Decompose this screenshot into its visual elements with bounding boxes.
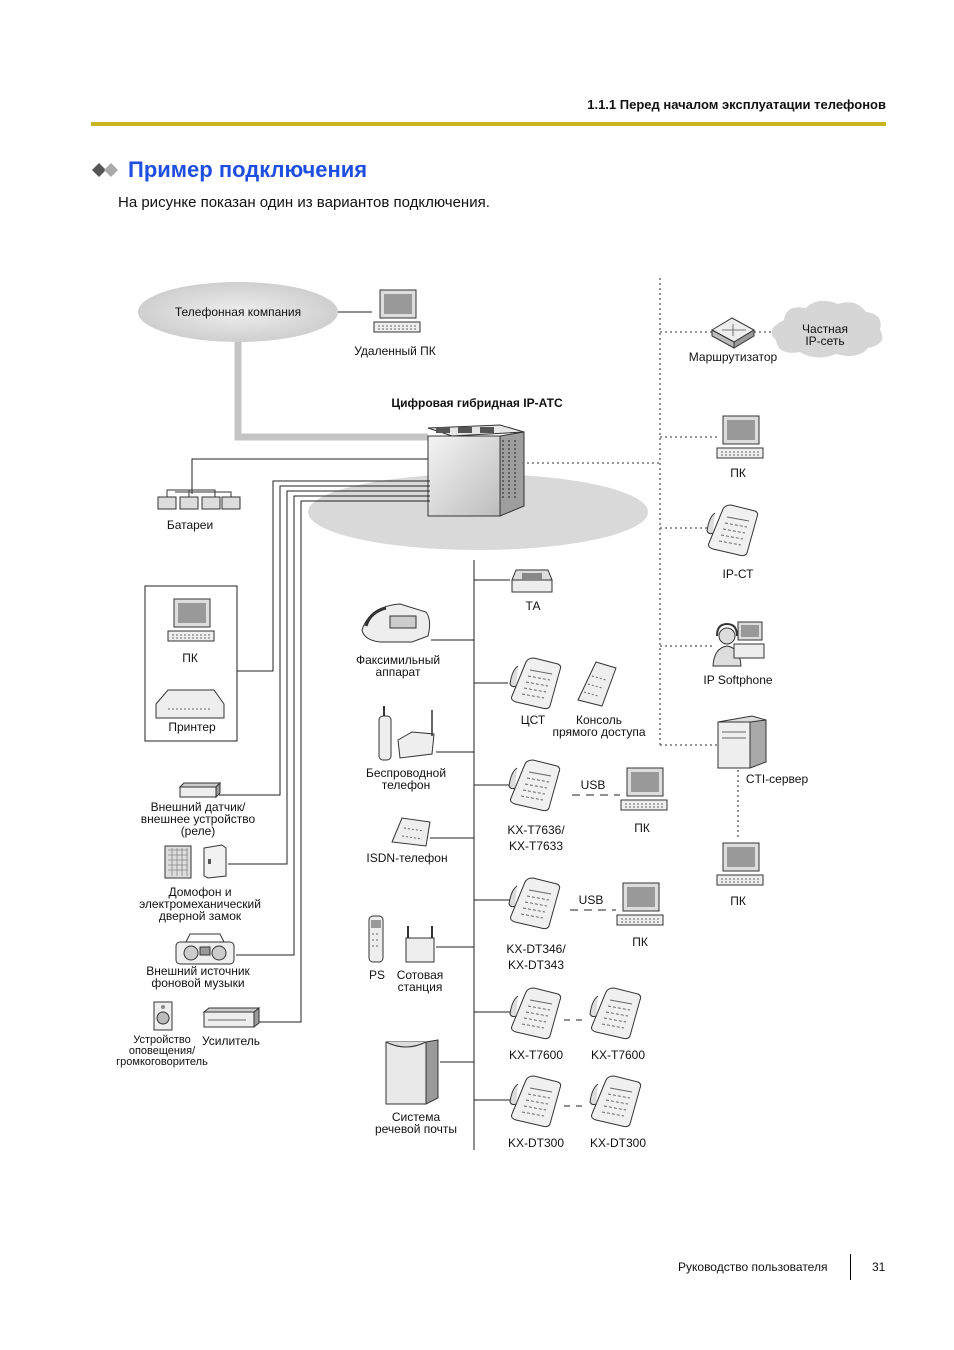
softphone-icon bbox=[712, 621, 765, 667]
label-pc-usb-1: ПК bbox=[634, 821, 650, 835]
door-lock-icon bbox=[203, 844, 227, 879]
kx-t7600-2-icon bbox=[589, 987, 642, 1040]
label-printer: Принтер bbox=[168, 720, 216, 734]
label-ps: PS bbox=[368, 968, 385, 982]
speaker-icon bbox=[153, 1001, 173, 1031]
label-cell-station: Сотовая станция bbox=[396, 968, 444, 994]
label-doorphone: Домофон и электромеханический дверной за… bbox=[139, 885, 261, 923]
label-ext-sensor: Внешний датчик/ внешнее устройство (реле… bbox=[140, 800, 256, 838]
pc-printer-box bbox=[144, 585, 238, 742]
running-header: 1.1.1 Перед началом эксплуатации телефон… bbox=[587, 97, 886, 112]
dpt-phone-icon bbox=[509, 657, 562, 710]
footer-divider bbox=[850, 1254, 851, 1280]
label-isdn: ISDN-телефон bbox=[366, 851, 448, 865]
label-router: Маршрутизатор bbox=[688, 350, 778, 364]
cti-server-icon bbox=[717, 715, 767, 769]
label-phone-company: Телефонная компания bbox=[174, 305, 302, 319]
label-remote-pc: Удаленный ПК bbox=[354, 344, 436, 358]
label-softphone: IP Softphone bbox=[703, 673, 773, 687]
label-music: Внешний источник фоновой музыки bbox=[146, 964, 250, 990]
label-private-ip: Частная IP-сеть bbox=[802, 322, 848, 348]
label-fax: Факсимильный аппарат bbox=[355, 653, 441, 679]
pbx-icon bbox=[427, 424, 525, 517]
label-dt346: KX-DT346/ KX-DT343 bbox=[506, 942, 566, 972]
cordless-phone-icon bbox=[378, 706, 435, 761]
section-title: Пример подключения bbox=[128, 157, 368, 182]
label-usb-1: USB bbox=[580, 778, 606, 792]
cell-station-icon bbox=[405, 926, 435, 963]
kx-t7636-icon bbox=[508, 759, 561, 812]
kx-dt346-icon bbox=[508, 877, 561, 930]
label-t7600-2: KX-T7600 bbox=[590, 1048, 646, 1062]
footer-guide: Руководство пользователя bbox=[678, 1260, 828, 1274]
label-wireless: Беспроводной телефон bbox=[365, 766, 447, 792]
voicemail-icon bbox=[385, 1039, 439, 1105]
label-usb-2: USB bbox=[578, 893, 604, 907]
portable-station-icon bbox=[368, 915, 384, 963]
pc-usb-1-icon bbox=[620, 767, 668, 811]
label-dt300-2: KX-DT300 bbox=[589, 1136, 647, 1150]
label-cti: CTI-сервер bbox=[745, 772, 809, 786]
kx-dt300-1-icon bbox=[509, 1075, 562, 1128]
label-dss: Консоль прямого доступа bbox=[552, 713, 646, 739]
label-pc: ПК bbox=[182, 651, 198, 665]
label-amplifier: Усилитель bbox=[201, 1034, 261, 1048]
trunk-line bbox=[234, 342, 428, 441]
label-ip-pc: ПК bbox=[730, 466, 746, 480]
pc-icon bbox=[167, 598, 215, 642]
label-dpt: ЦСТ bbox=[520, 713, 546, 727]
intro-text: На рисунке показан один из вариантов под… bbox=[118, 194, 490, 211]
label-t7636: KX-T7636/ KX-T7633 bbox=[507, 823, 565, 853]
router-icon bbox=[710, 317, 756, 349]
isdn-phone-icon bbox=[391, 817, 431, 847]
label-ip-pt: IP-СТ bbox=[722, 567, 754, 581]
doorphone-icon bbox=[164, 845, 192, 879]
remote-pc-icon bbox=[373, 289, 421, 333]
kx-dt300-2-icon bbox=[589, 1075, 642, 1128]
label-dt300-1: KX-DT300 bbox=[507, 1136, 565, 1150]
label-cti-pc: ПК bbox=[730, 894, 746, 908]
batteries-icon bbox=[157, 489, 241, 510]
label-pc-usb-2: ПК bbox=[632, 935, 648, 949]
dss-console-icon bbox=[577, 661, 617, 707]
header-rule bbox=[91, 122, 886, 126]
ip-pc-icon bbox=[716, 415, 764, 459]
label-ta: ТА bbox=[525, 599, 541, 613]
music-source-icon bbox=[175, 933, 235, 965]
external-sensor-icon bbox=[178, 781, 222, 799]
section-diamonds-icon bbox=[92, 163, 118, 177]
fax-icon bbox=[361, 603, 431, 643]
pc-usb-2-icon bbox=[616, 882, 664, 926]
amplifier-icon bbox=[202, 1006, 261, 1029]
ip-pt-icon bbox=[706, 504, 759, 557]
printer-icon bbox=[155, 689, 225, 719]
private-ip-cloud bbox=[771, 300, 883, 358]
label-batteries: Батареи bbox=[166, 518, 214, 532]
phone-company-cloud bbox=[138, 282, 338, 342]
cti-pc-icon bbox=[716, 842, 764, 886]
label-voicemail: Система речевой почты bbox=[374, 1110, 458, 1136]
label-t7600-1: KX-T7600 bbox=[508, 1048, 564, 1062]
kx-t7600-1-icon bbox=[509, 987, 562, 1040]
footer-page-number: 31 bbox=[872, 1260, 886, 1274]
ta-icon bbox=[511, 569, 553, 593]
label-paging: Устройство оповещения/ громкоговоритель bbox=[116, 1034, 208, 1068]
label-pbx: Цифровая гибридная IP-АТС bbox=[391, 396, 563, 410]
